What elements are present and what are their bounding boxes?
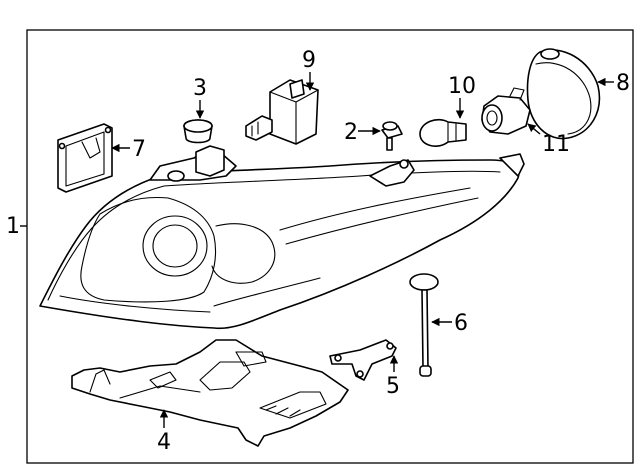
callout-2: 2: [344, 120, 358, 145]
callout-3: 3: [193, 76, 207, 101]
callout-9: 9: [302, 48, 316, 73]
control-module-part: [57, 123, 113, 193]
bulb-part: [419, 118, 467, 147]
headlamp-assembly: [39, 145, 525, 330]
mounting-bracket-part: [329, 339, 397, 381]
leader-lines: [20, 72, 614, 428]
lower-shield-part: [71, 339, 349, 447]
assembly-frame: [26, 29, 634, 464]
callout-4: 4: [157, 430, 171, 455]
adjuster-rod-part: [409, 273, 439, 377]
bulb-socket-part: [481, 87, 531, 135]
callout-11: 11: [542, 132, 570, 157]
callout-6: 6: [454, 311, 468, 336]
callout-1: 1: [6, 214, 20, 239]
hid-bulb-part: [245, 79, 319, 145]
dust-cover-part: [526, 48, 601, 140]
screw-part: [381, 121, 403, 151]
callout-5: 5: [386, 374, 400, 399]
callout-7: 7: [132, 137, 146, 162]
cap-part: [183, 119, 213, 144]
callout-10: 10: [448, 74, 476, 99]
callout-8: 8: [616, 71, 630, 96]
